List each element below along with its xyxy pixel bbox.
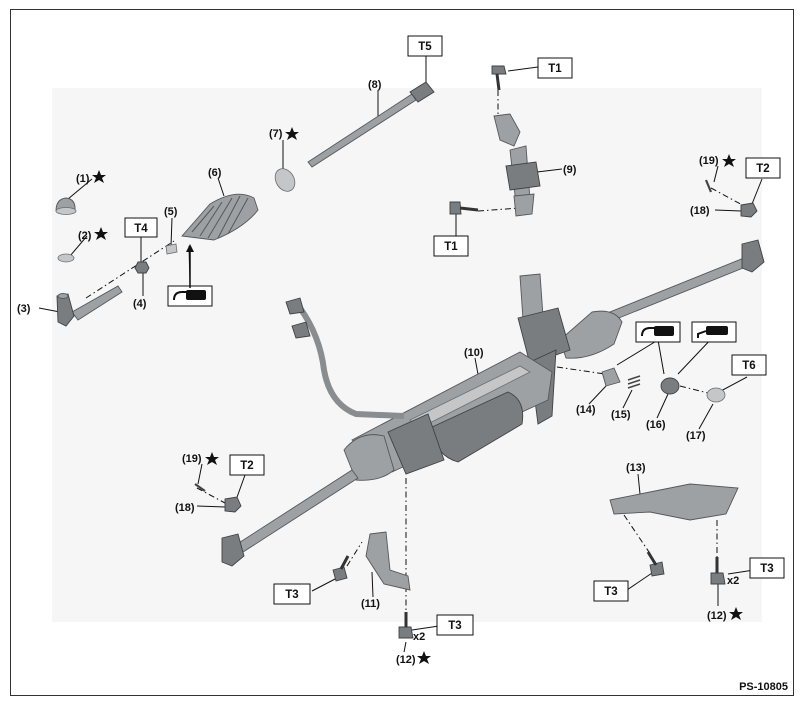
label-part-9: (9): [563, 164, 577, 176]
torque-box-T5: T5: [407, 35, 443, 57]
star-icon: [722, 154, 736, 167]
label-part-1: (1): [76, 173, 90, 185]
grease-tube-icon: [635, 321, 681, 343]
torque-box-T2-right: T2: [745, 157, 781, 179]
svg-text:T1: T1: [444, 241, 458, 253]
label-part-8: (8): [368, 79, 382, 91]
label-part-10: (10): [464, 347, 484, 359]
star-icon: [729, 607, 743, 620]
part-1-dust-seal: [55, 197, 77, 215]
svg-text:T1: T1: [548, 63, 562, 75]
bolt-t1-side: [449, 201, 479, 215]
svg-text:T3: T3: [760, 563, 773, 575]
svg-text:T5: T5: [418, 41, 432, 53]
part-19-cotter-pin-left: [194, 483, 206, 492]
label-part-19-right: (19): [699, 155, 719, 167]
part-14-retainer: [601, 367, 621, 387]
torque-box-T1-side: T1: [433, 235, 469, 257]
label-part-15: (15): [611, 409, 631, 421]
label-part-18-left: (18): [175, 502, 195, 514]
star-icon: [94, 227, 108, 240]
svg-text:T3: T3: [448, 620, 461, 632]
label-part-5: (5): [164, 206, 178, 218]
part-18-castle-nut-right: [740, 202, 758, 218]
part-19-cotter-pin-right: [704, 179, 713, 193]
part-10-steering-gearbox: [221, 239, 765, 567]
label-part-11: (11): [361, 598, 380, 610]
torque-box-T3-bracket: T3: [273, 583, 311, 605]
part-13-clamp-plate: [609, 483, 739, 521]
assembly-dash-lines: [85, 90, 747, 612]
star-icon: [417, 651, 431, 664]
label-part-13: (13): [626, 462, 646, 474]
part-9-universal-joint: [493, 113, 541, 217]
label-part-7: (7): [269, 128, 283, 140]
quantity-label-right: x2: [727, 575, 739, 587]
bolt-t3-plate: [646, 551, 665, 577]
part-3-tie-rod-end: [56, 285, 123, 327]
label-part-6: (6): [208, 167, 222, 179]
bolt-t1-top: [491, 65, 507, 91]
label-part-19-left: (19): [182, 453, 202, 465]
part-4-lock-nut: [134, 261, 150, 274]
grease-tube-icon: [167, 285, 213, 307]
label-part-3: (3): [17, 303, 31, 315]
torque-box-T3-center: T3: [436, 614, 474, 636]
part-18-castle-nut-left: [224, 496, 242, 513]
label-part-2: (2): [78, 230, 92, 242]
part-15-spring: [627, 375, 641, 389]
svg-text:T6: T6: [742, 360, 755, 372]
bolt-12-plate: [710, 557, 726, 585]
svg-text:T2: T2: [240, 460, 253, 472]
quantity-label-center: x2: [413, 631, 425, 643]
leader-lines: [38, 56, 763, 653]
part-16-adjusting-screw: [660, 377, 680, 395]
svg-text:T2: T2: [756, 163, 769, 175]
star-icon: [285, 127, 299, 140]
label-part-14: (14): [576, 404, 596, 416]
torque-box-T3-plate: T3: [593, 580, 629, 602]
arrow-head-icon: [186, 244, 194, 252]
canvas-background: [52, 88, 762, 622]
star-icon: [92, 170, 106, 183]
part-2-snap-ring: [57, 253, 75, 263]
replace-stars: [92, 127, 743, 664]
part-8-tie-rod: [307, 81, 435, 168]
part-labels: (1) (2) (3) (4) (5) (6) (7) (8) (9) (10)…: [17, 79, 739, 666]
label-part-16: (16): [646, 419, 666, 431]
star-icon: [205, 452, 219, 465]
part-17-lock-nut-ring: [706, 387, 726, 403]
torque-box-T4: T4: [124, 217, 158, 238]
torque-box-T1-top: T1: [537, 57, 573, 79]
torque-box-T6: T6: [731, 354, 767, 376]
label-part-12-right: (12): [707, 610, 727, 622]
grease-brush-icon: [691, 321, 737, 343]
part-7-clamp: [274, 168, 296, 192]
bolt-t3-bracket: [332, 555, 350, 582]
figure-id: PS-10805: [739, 681, 788, 693]
torque-box-T3-right: T3: [749, 557, 785, 579]
label-part-17: (17): [686, 430, 706, 442]
label-part-12-center: (12): [396, 654, 416, 666]
svg-text:T3: T3: [285, 589, 298, 601]
part-11-bracket: [365, 531, 411, 591]
svg-text:T4: T4: [134, 223, 148, 235]
svg-text:T3: T3: [604, 586, 617, 598]
label-part-4: (4): [133, 298, 147, 310]
bolt-12-center: [398, 612, 414, 639]
part-6-steering-boot: [181, 193, 259, 241]
torque-box-T2-left: T2: [229, 454, 265, 476]
part-5-clip: [165, 243, 178, 255]
label-part-18-right: (18): [690, 205, 710, 217]
